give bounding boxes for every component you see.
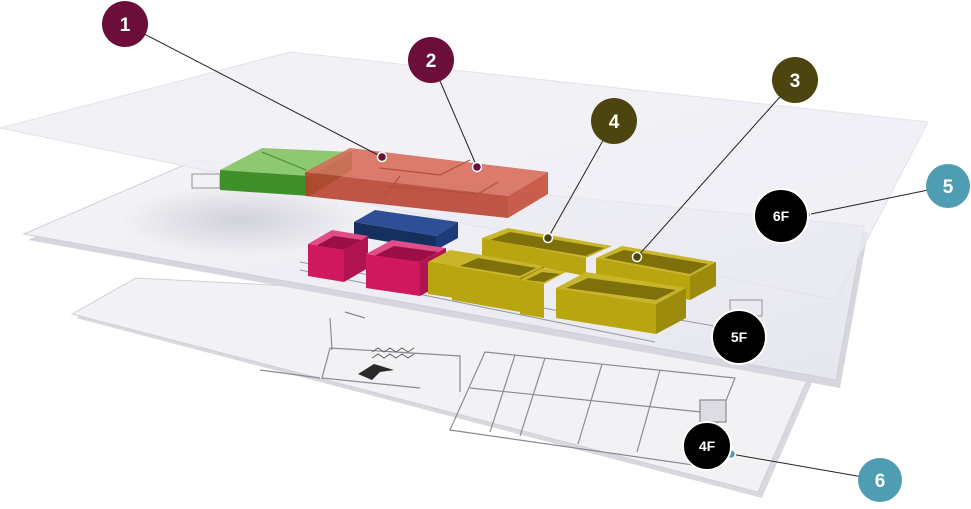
floor-4f-stair-pattern [371, 347, 415, 359]
callout-4[interactable]: 4 [591, 98, 637, 144]
callout-6-label: 6 [875, 471, 886, 492]
callout-3-label: 3 [790, 71, 801, 92]
zone-navy-block [354, 210, 458, 250]
callout-4-label: 4 [609, 112, 620, 133]
callout-5-label: 5 [943, 177, 954, 198]
callout-2[interactable]: 2 [408, 37, 454, 83]
callout-5[interactable]: 5 [926, 164, 970, 208]
callout-3[interactable]: 3 [772, 57, 818, 103]
floor-badge-4f[interactable]: 4F [682, 421, 732, 471]
zone-red-block [305, 148, 548, 218]
zone-magenta-block-1 [308, 230, 368, 282]
callout-2-label: 2 [426, 51, 437, 72]
floor-label-6f: 6F [773, 208, 790, 224]
callout-1[interactable]: 1 [102, 1, 148, 47]
floor-label-5f: 5F [731, 329, 748, 345]
callout-1-label: 1 [120, 15, 131, 36]
floor-badge-6f[interactable]: 6F [753, 188, 809, 244]
callout-6[interactable]: 6 [858, 458, 902, 502]
stair-arrow-icon [358, 364, 394, 380]
floor-label-4f: 4F [699, 438, 716, 454]
floor-badge-5f[interactable]: 5F [711, 309, 767, 365]
